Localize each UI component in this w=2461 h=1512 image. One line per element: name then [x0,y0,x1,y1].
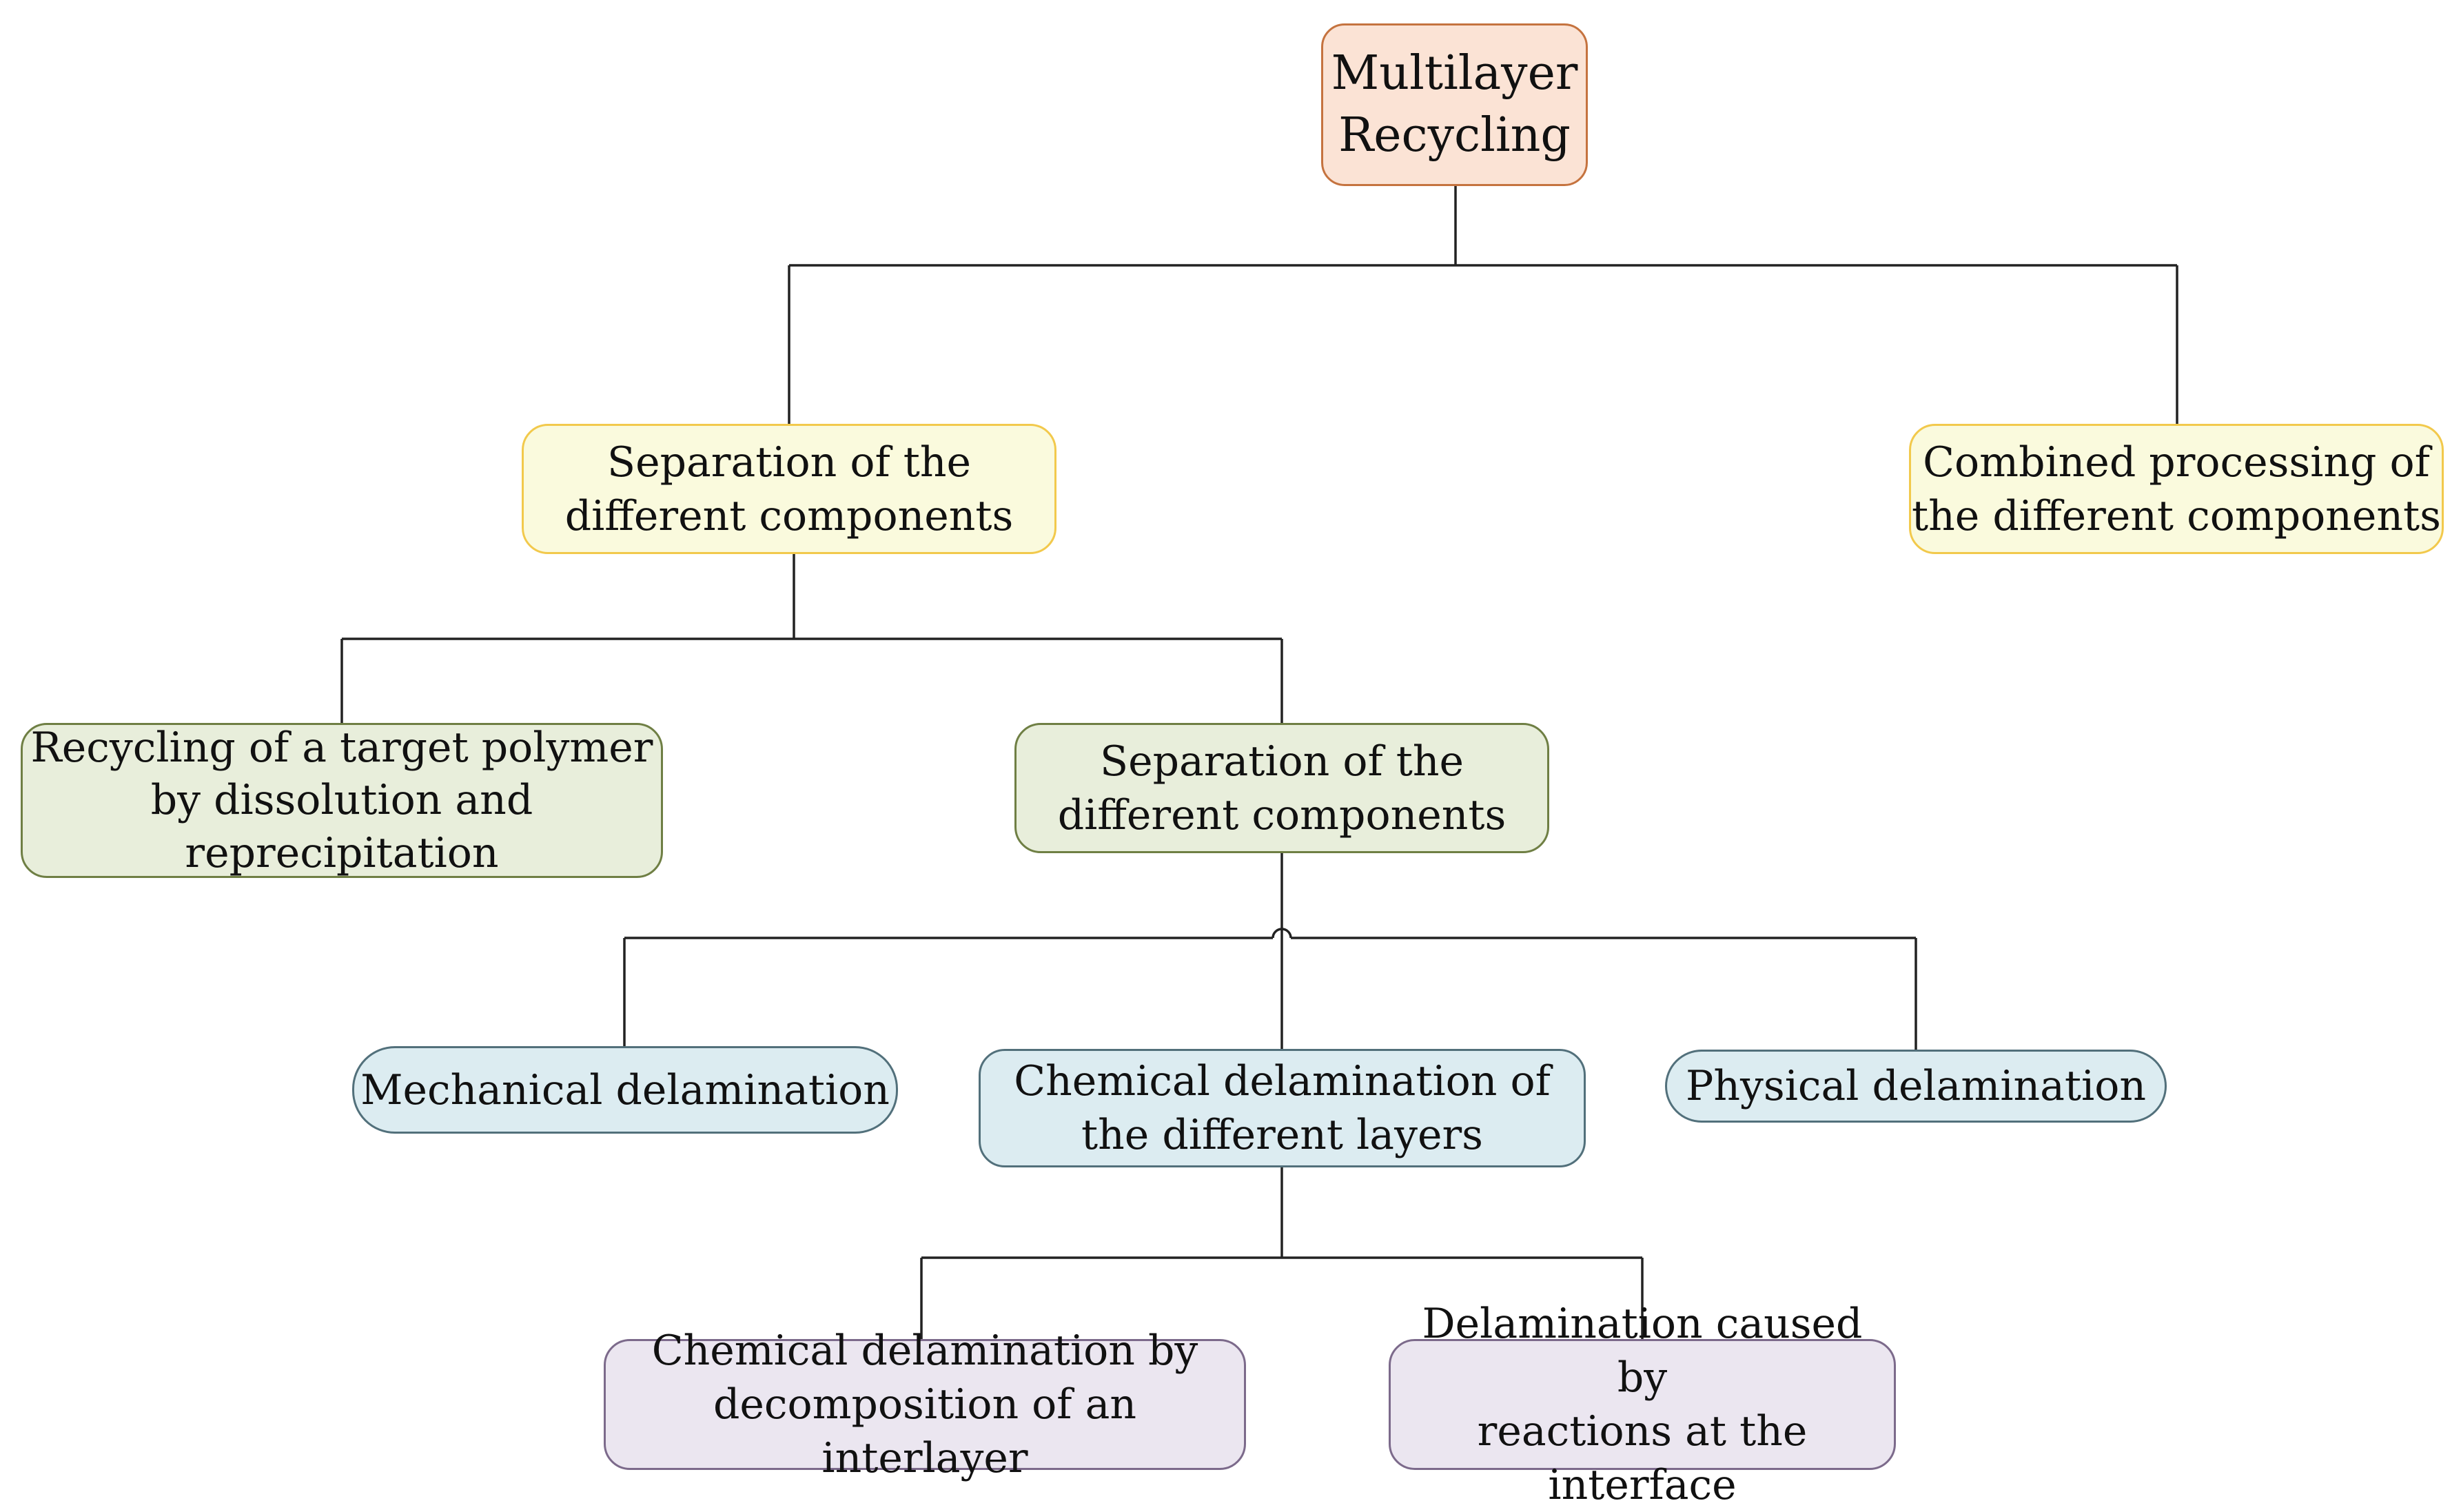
connector-sep2-hop [1272,928,1292,939]
node-label: Chemical delamination by decomposition o… [651,1327,1198,1482]
node-multilayer-recycling: Multilayer Recycling [1321,23,1588,186]
node-combined-processing: Combined processing of the different com… [1909,424,2444,554]
node-mechanical-delamination: Mechanical delamination [352,1046,898,1134]
node-label: Separation of the different components [1057,737,1507,839]
node-physical-delamination: Physical delamination [1665,1050,2167,1123]
node-label: Delamination caused by reactions at the … [1422,1300,1863,1509]
node-label: Mechanical delamination [360,1065,890,1114]
node-label: Combined processing of the different com… [1912,438,2441,540]
node-label: Chemical delamination of the different l… [1014,1057,1551,1159]
node-delamination-interface: Delamination caused by reactions at the … [1389,1300,1896,1509]
node-separation-components: Separation of the different components [522,424,1056,554]
node-chemical-delamination: Chemical delamination of the different l… [979,1049,1586,1167]
node-label: Separation of the different components [564,438,1014,540]
node-label: Physical delamination [1686,1062,2146,1110]
node-chemical-decomposition: Chemical delamination by decomposition o… [604,1327,1246,1482]
node-recycling-target-polymer: Recycling of a target polymer by dissolu… [21,723,663,878]
node-label: Recycling of a target polymer by dissolu… [30,724,653,877]
node-label: Multilayer Recycling [1331,46,1578,163]
node-separation-components-2: Separation of the different components [1014,723,1549,853]
